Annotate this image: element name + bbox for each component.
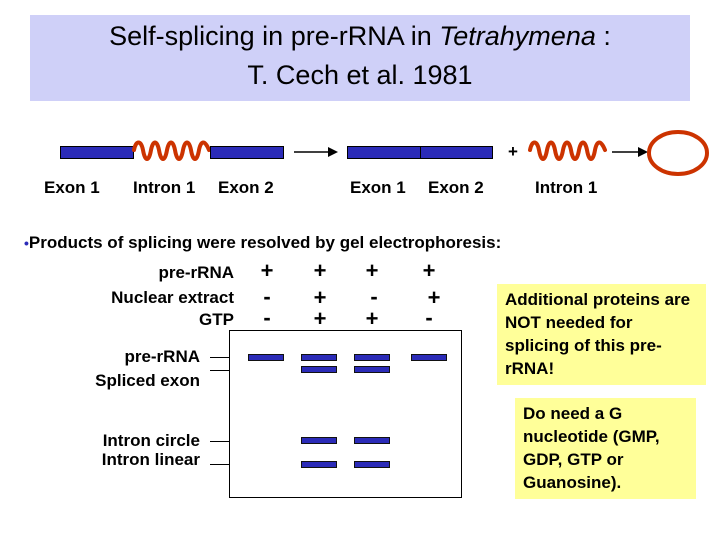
condition-label-prerrna: pre-rRNA	[158, 263, 234, 282]
bullet-marker: •	[24, 235, 29, 251]
released-intron-squiggle	[528, 140, 607, 161]
sign-cell: -	[370, 284, 378, 309]
note-nucleotide-text: Do need a G nucleotide (GMP, GDP, GTP or…	[523, 404, 660, 492]
title-citation: T. Cech et al. 1981	[247, 60, 473, 90]
label-exon2: Exon 2	[218, 178, 274, 197]
title-organism: Tetrahymena	[439, 21, 596, 51]
tick-spliced-exon	[210, 370, 229, 371]
note-nucleotide: Do need a G nucleotide (GMP, GDP, GTP or…	[515, 398, 696, 499]
sign-cell: +	[365, 258, 379, 283]
gel-band-pre-rrna	[301, 354, 337, 361]
exon2-bar	[210, 146, 284, 159]
gel-label-intron-linear: Intron linear	[101, 450, 200, 469]
label-released-intron: Intron 1	[535, 178, 598, 197]
note-proteins: Additional proteins are NOT needed for s…	[497, 284, 706, 385]
plus-sign: +	[508, 142, 518, 161]
sign-cell: +	[313, 306, 327, 331]
gel-band-intron-linear	[301, 461, 337, 468]
arrow-icon	[612, 147, 648, 157]
bullet-text: Products of splicing were resolved by ge…	[28, 233, 502, 252]
gel-frame	[229, 330, 462, 498]
sign-cell: +	[313, 258, 327, 283]
sign-cell: +	[365, 306, 379, 331]
exon1-bar	[60, 146, 134, 159]
bullet-line: •Products of splicing were resolved by g…	[24, 233, 501, 253]
spliced-exon1-bar	[347, 146, 421, 159]
gel-label-prerrna: pre-rRNA	[124, 347, 200, 366]
title-box: Self-splicing in pre-rRNA in Tetrahymena…	[30, 15, 690, 101]
gel-band-spliced-exon	[301, 366, 337, 373]
label-intron1: Intron 1	[133, 178, 196, 197]
sign-cell: -	[425, 305, 433, 330]
label-exon1: Exon 1	[44, 178, 100, 197]
sign-cell: +	[422, 258, 436, 283]
gel-band-pre-rrna	[248, 354, 284, 361]
gel-label-spliced-exon: Spliced exon	[95, 371, 200, 390]
intron-circle-icon	[647, 130, 709, 176]
gel-band-pre-rrna	[354, 354, 390, 361]
gel-label-intron-circle: Intron circle	[102, 431, 200, 450]
title-colon: :	[595, 21, 611, 51]
gel-band-intron-circle	[301, 437, 337, 444]
label-spliced-exon2: Exon 2	[428, 178, 484, 197]
gel-band-intron-circle	[354, 437, 390, 444]
condition-label-gtp: GTP	[199, 310, 234, 329]
title-text: Self-splicing in pre-rRNA in	[109, 21, 440, 51]
label-spliced-exon1: Exon 1	[350, 178, 406, 197]
tick-intron-circle	[210, 441, 229, 442]
tick-prerrna	[210, 357, 229, 358]
gel-band-spliced-exon	[354, 366, 390, 373]
gel-band-intron-linear	[354, 461, 390, 468]
title-line-1: Self-splicing in pre-rRNA in Tetrahymena…	[30, 21, 690, 52]
sign-cell: +	[260, 258, 274, 283]
spliced-exon2-bar	[420, 146, 493, 159]
condition-label-nuclear-extract: Nuclear extract	[111, 288, 234, 307]
gel-band-pre-rrna	[411, 354, 447, 361]
sign-cell: +	[427, 285, 441, 310]
sign-cell: -	[263, 305, 271, 330]
tick-intron-linear	[210, 464, 229, 465]
arrow-icon	[294, 147, 338, 157]
intron-squiggle	[132, 140, 211, 161]
sign-cell: -	[263, 284, 271, 309]
sign-cell: +	[313, 285, 327, 310]
note-proteins-text: Additional proteins are NOT needed for s…	[505, 290, 691, 378]
